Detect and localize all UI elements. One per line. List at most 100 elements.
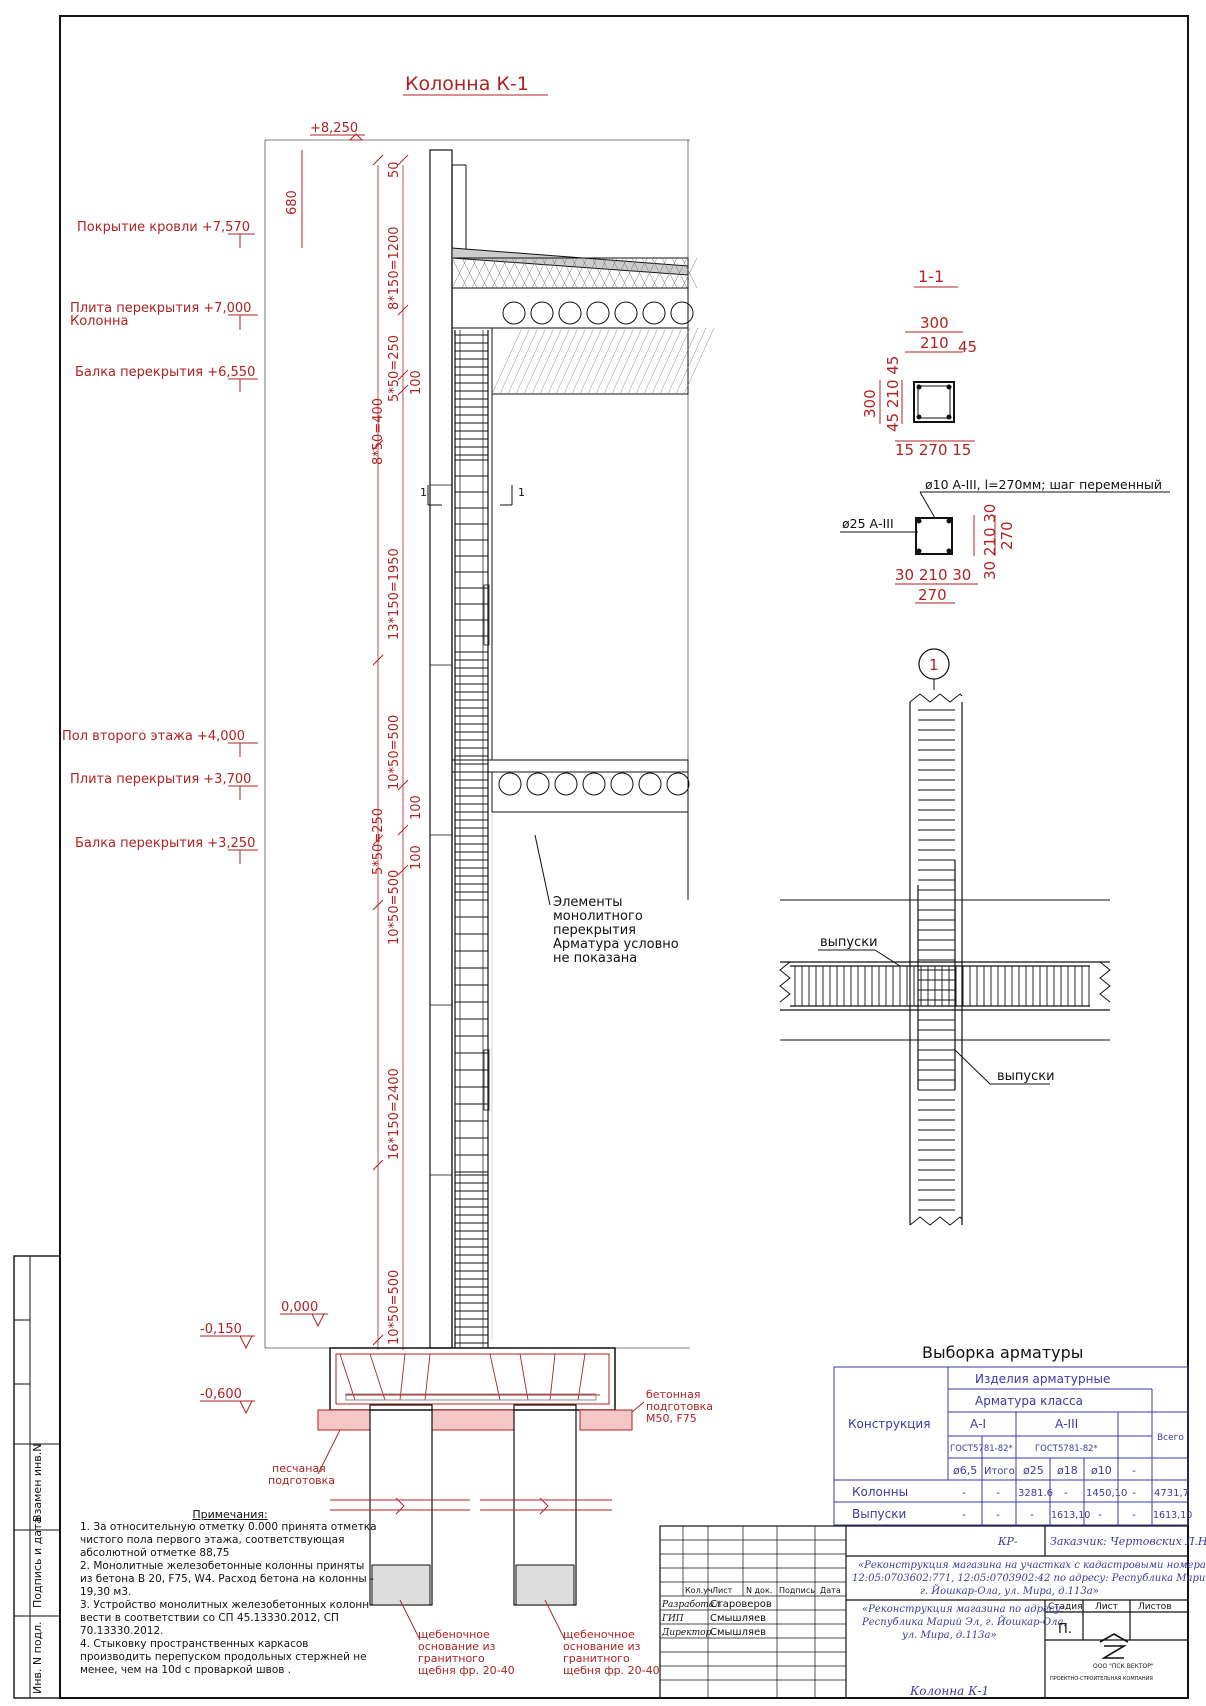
elev-minus-600: -0,600 bbox=[200, 1387, 242, 1402]
drawing-line bbox=[579, 327, 611, 395]
hollow-core bbox=[582, 772, 606, 796]
drawing-line bbox=[603, 327, 635, 395]
node-mark: 1 bbox=[929, 656, 939, 674]
gravel-right-1: щебеночное bbox=[563, 1628, 635, 1641]
drawing-line bbox=[507, 327, 539, 395]
notes: Примечания: 1. За относительную отметку … bbox=[80, 1508, 380, 1677]
spec-row-1-c3: 3281.6 bbox=[1018, 1488, 1053, 1499]
dim-inner-4: 100 bbox=[409, 370, 424, 395]
hollow-core bbox=[558, 301, 582, 325]
dim-outer-5: 16*150=2400 bbox=[387, 1068, 402, 1160]
concrete-prep-1: бетонная bbox=[646, 1388, 700, 1401]
spec-row-1-c1: - bbox=[962, 1486, 966, 1499]
spec-h-class: Арматура класса bbox=[975, 1394, 1083, 1408]
hollow-core bbox=[614, 301, 638, 325]
dim-chain-outer: 8*50=400 13*150=1950 5*50=250 10*50=500 … bbox=[371, 398, 402, 1345]
sand-prep-2: подготовка bbox=[268, 1474, 335, 1487]
dim-outer-3: 5*50=250 bbox=[371, 808, 386, 875]
gravel-left-1: щебеночное bbox=[418, 1628, 490, 1641]
node-label-2: выпуски bbox=[997, 1069, 1055, 1084]
level-beam-3250: Балка перекрытия +3,250 bbox=[75, 836, 255, 851]
hollow-core bbox=[502, 301, 526, 325]
hollow-core bbox=[586, 301, 610, 325]
drawing-line bbox=[619, 327, 651, 395]
hollow-core bbox=[530, 301, 554, 325]
stamp-h-sign: Подпись bbox=[779, 1586, 815, 1595]
spec-h-gost3: ГОСТ5781-82* bbox=[1035, 1444, 1098, 1454]
spec-h-total: Всего bbox=[1157, 1433, 1184, 1443]
stamp-role-3: Директор bbox=[661, 1628, 712, 1638]
sec-dim-v-300: 300 bbox=[861, 389, 879, 418]
note-1: 1. За относительную отметку 0.000 принят… bbox=[80, 1521, 377, 1559]
drawing-line bbox=[491, 327, 523, 395]
logo-sub: ПРОЕКТНО-СТРОИТЕЛЬНАЯ КОМПАНИЯ bbox=[1050, 1676, 1153, 1682]
spec-h-a3: А-III bbox=[1055, 1417, 1078, 1431]
slab-note-1: Элементы bbox=[553, 895, 623, 910]
hollow-core bbox=[666, 772, 690, 796]
sec-dim-45: 45 bbox=[958, 338, 977, 356]
spec-col-2: Итого bbox=[984, 1466, 1015, 1477]
concrete-prep-2: подготовка bbox=[646, 1400, 713, 1413]
dim-inner-2: 8*150=1200 bbox=[387, 226, 402, 310]
stamp-subproject-1: «Реконструкция магазина по адресу: bbox=[862, 1604, 1064, 1615]
spec-h-construction: Конструкция bbox=[848, 1417, 930, 1431]
drawing-title: Колонна К-1 bbox=[405, 73, 529, 95]
gravel-right-3: гранитного bbox=[563, 1652, 630, 1665]
level-slab-3700: Плита перекрытия +3,700 bbox=[70, 772, 251, 787]
dim-outer-4: 10*50=500 bbox=[387, 870, 402, 945]
level-slab-7000: Плита перекрытия +7,000 bbox=[70, 301, 251, 316]
roof-structure bbox=[451, 247, 715, 1340]
dim-outer-1: 8*50=400 bbox=[371, 398, 386, 465]
notes-title: Примечания: bbox=[192, 1508, 268, 1521]
spec-row-1-c7: 4731,7 bbox=[1154, 1488, 1189, 1499]
hollow-core bbox=[498, 772, 522, 796]
hollow-core bbox=[554, 772, 578, 796]
dim-inner-3: 5*50=250 bbox=[387, 335, 402, 402]
stamp-name-3: Смышляев bbox=[710, 1627, 766, 1638]
elev-top: +8,250 bbox=[310, 121, 358, 136]
spec-row-2-c4: 1613,10 bbox=[1051, 1510, 1090, 1521]
spec-row-1-c5: 1450,10 bbox=[1086, 1488, 1127, 1499]
logo-text: ООО "ПСК ВЕКТОР" bbox=[1093, 1663, 1154, 1670]
sec-dim-v-parts: 45 210 45 bbox=[884, 356, 902, 432]
column-elevation bbox=[429, 149, 490, 1349]
dim-inner-5: 10*50=500 bbox=[387, 715, 402, 790]
section-title: 1-1 bbox=[918, 267, 944, 286]
stamp-role-1: Разработал bbox=[661, 1599, 720, 1610]
hollow-core bbox=[642, 301, 666, 325]
drawing-line bbox=[539, 327, 571, 395]
elev-zero: 0,000 bbox=[281, 1300, 318, 1315]
stamp-h-list: Лист bbox=[712, 1586, 733, 1595]
gravel-right-4: щебня фр. 20-40 bbox=[563, 1664, 660, 1677]
dim-outer-2: 13*150=1950 bbox=[387, 548, 402, 640]
stamp-stage-h: Стадия bbox=[1048, 1602, 1083, 1612]
drawing-line bbox=[547, 327, 579, 395]
spec-row-1-c6: - bbox=[1132, 1486, 1136, 1499]
drawing-line bbox=[627, 327, 659, 395]
stamp-project-2: 12:05:0703602:771, 12:05:0703902:42 по а… bbox=[852, 1573, 1206, 1584]
note-2: 2. Монолитные железобетонные колонны при… bbox=[80, 1560, 374, 1598]
stamp-stage: П. bbox=[1058, 1622, 1072, 1637]
section-mark-left: 1 bbox=[420, 486, 427, 499]
spec-h-products: Изделия арматурные bbox=[975, 1372, 1110, 1386]
drawing-line bbox=[563, 327, 595, 395]
spec-h-a1: А-I bbox=[970, 1417, 986, 1431]
side-inv: Инв. N подл. bbox=[31, 1621, 44, 1694]
drawing-line bbox=[555, 327, 587, 395]
drawing-line bbox=[683, 327, 715, 395]
drawing-line bbox=[499, 327, 531, 395]
sec-dim-210: 210 bbox=[920, 334, 949, 352]
spec-row-1-c4: - bbox=[1064, 1486, 1068, 1499]
spec-col-6: - bbox=[1132, 1464, 1136, 1477]
drawing-line bbox=[587, 327, 619, 395]
title-block: Кол.уч Лист N док. Подпись Дата Разработ… bbox=[659, 1525, 1206, 1699]
drawing-line bbox=[515, 327, 547, 395]
level-beam-6550: Балка перекрытия +6,550 bbox=[75, 365, 255, 380]
stamp-name-2: Смышляев bbox=[710, 1613, 766, 1624]
spec-row-2-c5: - bbox=[1098, 1508, 1102, 1521]
spec-row-1-name: Колонны bbox=[852, 1485, 908, 1499]
hollow-core bbox=[526, 772, 550, 796]
spec-col-1: ø6,5 bbox=[953, 1464, 977, 1477]
gravel-left-3: гранитного bbox=[418, 1652, 485, 1665]
slab-note-2: монолитного bbox=[553, 909, 643, 924]
